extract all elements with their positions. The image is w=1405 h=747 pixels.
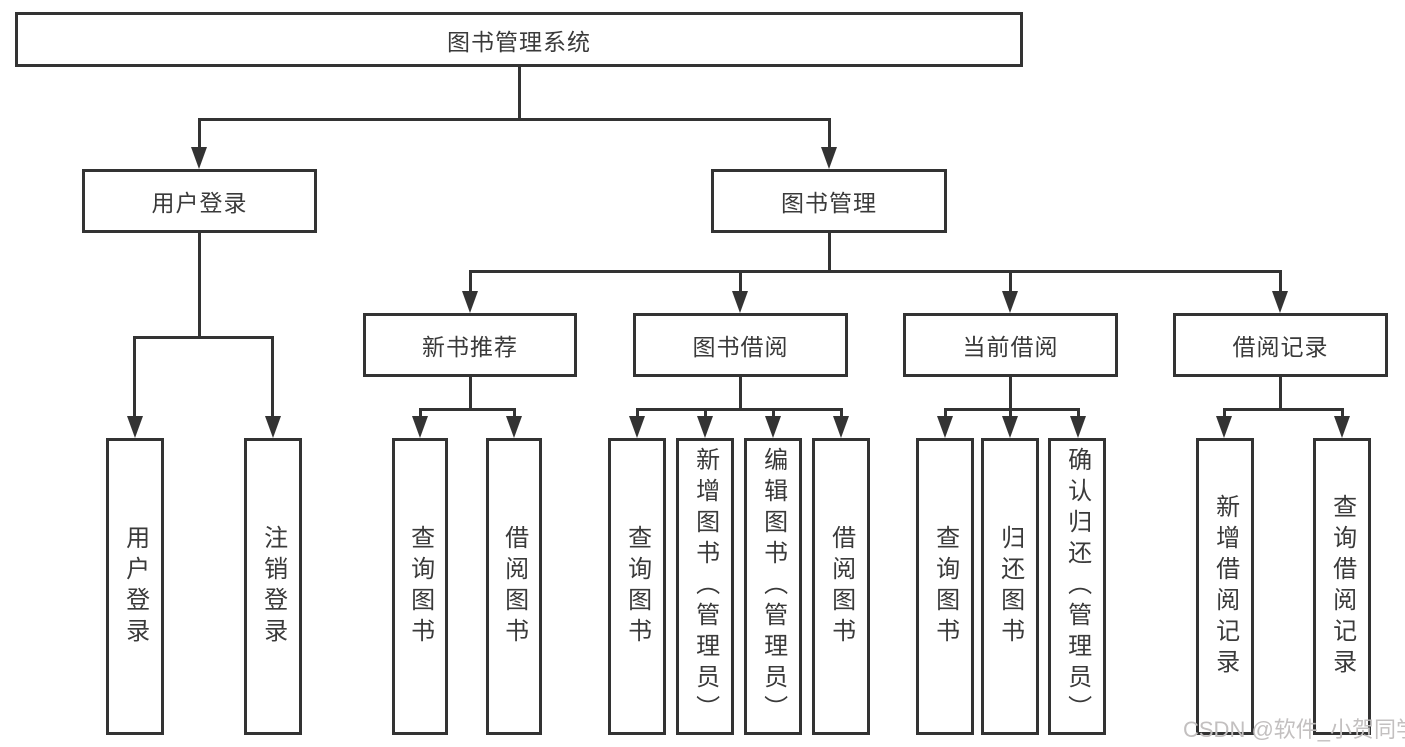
edge-records-drop-1 [1223, 408, 1226, 420]
arrowhead-leaf-query-books-2 [629, 416, 645, 438]
node-book-management: 图书管理 [711, 169, 947, 233]
leaf-query-record-label: 查询借阅记录 [1328, 493, 1356, 680]
arrowhead-leaf-query-record [1334, 416, 1350, 438]
watermark-text: CSDN @软件_小贺同学 [1183, 717, 1405, 742]
leaf-query-books-1-label: 查询图书 [406, 524, 434, 649]
arrowhead-leaf-logout [265, 416, 281, 438]
node-new-book-recommend: 新书推荐 [363, 313, 577, 377]
arrowhead-leaf-return-book [1002, 416, 1018, 438]
edge-root-drop-right [828, 118, 831, 151]
edge-mgmt-drop-4 [1279, 270, 1282, 295]
arrowhead-book-management [821, 147, 837, 169]
edge-mgmt-trunk [828, 233, 831, 273]
arrowhead-current-borrow [1002, 291, 1018, 313]
leaf-user-login-label: 用户登录 [121, 524, 149, 649]
edge-borrow-drop-4 [840, 408, 843, 420]
node-user-login: 用户登录 [82, 169, 317, 233]
leaf-query-books-3-label: 查询图书 [931, 524, 959, 649]
leaf-borrow-books-1-label: 借阅图书 [500, 524, 528, 649]
arrowhead-leaf-edit-book [765, 416, 781, 438]
edge-mgmt-drop-3 [1009, 270, 1012, 295]
arrowhead-leaf-query-books-1 [412, 416, 428, 438]
edge-records-trunk [1279, 377, 1282, 411]
edge-current-drop-1 [944, 408, 947, 420]
edge-borrow-drop-2 [704, 408, 707, 420]
node-borrow-records-label: 借阅记录 [1232, 334, 1329, 360]
edge-recommend-bus [419, 408, 516, 411]
edge-records-drop-2 [1341, 408, 1344, 420]
leaf-query-books-2-label: 查询图书 [623, 524, 651, 649]
leaf-edit-book: 编辑图书（管理员） [744, 438, 802, 735]
edge-user-drop-right [271, 336, 274, 420]
leaf-borrow-books-2: 借阅图书 [812, 438, 870, 735]
node-new-book-recommend-label: 新书推荐 [422, 334, 518, 360]
node-book-borrow-label: 图书借阅 [692, 334, 789, 360]
node-book-management-label: 图书管理 [781, 190, 877, 216]
node-user-login-label: 用户登录 [151, 190, 248, 216]
edge-borrow-trunk [739, 377, 742, 411]
leaf-logout: 注销登录 [244, 438, 302, 735]
edge-current-drop-2 [1009, 408, 1012, 420]
leaf-borrow-books-2-label: 借阅图书 [827, 524, 855, 649]
arrowhead-new-book [462, 291, 478, 313]
edge-recommend-drop-1 [419, 408, 422, 420]
arrowhead-leaf-borrow-books-2 [833, 416, 849, 438]
leaf-query-books-2: 查询图书 [608, 438, 666, 735]
arrowhead-leaf-query-books-3 [937, 416, 953, 438]
node-root: 图书管理系统 [15, 12, 1023, 67]
edge-current-bus [944, 408, 1080, 411]
arrowhead-leaf-add-book [697, 416, 713, 438]
arrowhead-leaf-confirm-return [1070, 416, 1086, 438]
edge-root-bus [198, 118, 831, 121]
leaf-return-book-label: 归还图书 [996, 524, 1024, 649]
leaf-query-record: 查询借阅记录 [1313, 438, 1371, 735]
leaf-return-book: 归还图书 [981, 438, 1039, 735]
edge-current-trunk [1009, 377, 1012, 411]
arrowhead-user-login [191, 147, 207, 169]
arrowhead-book-borrow [732, 291, 748, 313]
edge-recommend-drop-2 [513, 408, 516, 420]
node-book-borrow: 图书借阅 [633, 313, 848, 377]
node-root-label: 图书管理系统 [447, 28, 591, 55]
edge-user-bus [133, 336, 274, 339]
edge-root-drop-left [198, 118, 201, 151]
edge-mgmt-bus [469, 270, 1282, 273]
edge-borrow-drop-1 [636, 408, 639, 420]
edge-borrow-drop-3 [772, 408, 775, 420]
arrowhead-leaf-user-login [127, 416, 143, 438]
edge-user-drop-left [133, 336, 136, 420]
edge-borrow-bus [636, 408, 843, 411]
node-current-borrow-label: 当前借阅 [962, 334, 1059, 360]
edge-mgmt-drop-1 [469, 270, 472, 295]
leaf-add-book: 新增图书（管理员） [676, 438, 734, 735]
node-current-borrow: 当前借阅 [903, 313, 1118, 377]
leaf-add-record-label: 新增借阅记录 [1211, 493, 1239, 680]
arrowhead-leaf-borrow-books-1 [506, 416, 522, 438]
leaf-confirm-return-label: 确认归还（管理员） [1063, 447, 1091, 726]
leaf-edit-book-label: 编辑图书（管理员） [759, 447, 787, 726]
edge-records-bus [1223, 408, 1343, 411]
leaf-query-books-1: 查询图书 [392, 438, 448, 735]
leaf-user-login: 用户登录 [106, 438, 164, 735]
leaf-query-books-3: 查询图书 [916, 438, 974, 735]
edge-mgmt-drop-2 [739, 270, 742, 295]
edge-user-trunk [198, 233, 201, 339]
leaf-add-book-label: 新增图书（管理员） [691, 447, 719, 726]
edge-recommend-trunk [469, 377, 472, 411]
arrowhead-leaf-add-record [1216, 416, 1232, 438]
arrowhead-borrow-records [1272, 291, 1288, 313]
leaf-add-record: 新增借阅记录 [1196, 438, 1254, 735]
leaf-confirm-return: 确认归还（管理员） [1048, 438, 1106, 735]
edge-root-trunk [518, 67, 521, 121]
leaf-logout-label: 注销登录 [259, 524, 287, 649]
edge-current-drop-3 [1077, 408, 1080, 420]
leaf-borrow-books-1: 借阅图书 [486, 438, 542, 735]
node-borrow-records: 借阅记录 [1173, 313, 1388, 377]
